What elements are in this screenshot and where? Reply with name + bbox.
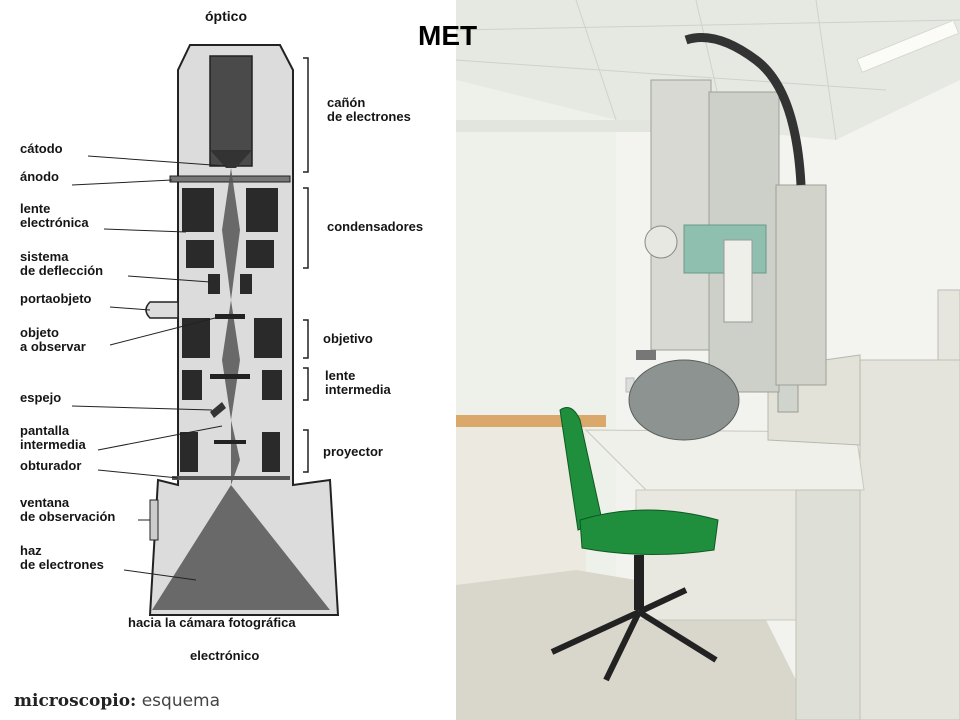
intermediate-aperture: [210, 374, 250, 379]
label-electronico: electrónico: [190, 648, 260, 663]
condenser-coil-left-2: [186, 240, 214, 268]
caption-regular: esquema: [141, 691, 221, 711]
intermediate-coil-right: [262, 370, 282, 400]
binocular: [636, 350, 656, 360]
viewing-window: [149, 499, 159, 541]
microscope-column: [148, 44, 340, 616]
deflection-right: [240, 274, 252, 294]
label-anodo: ánodo: [20, 169, 59, 184]
right-brackets: [303, 57, 309, 473]
desk-cabinet: [795, 489, 861, 720]
tem-photo: [456, 0, 960, 720]
diagram-top-title: óptico: [205, 8, 247, 24]
viewing-chamber: [628, 359, 740, 441]
label-objetivo: objetivo: [323, 331, 373, 346]
wooden-shelf: [456, 415, 606, 427]
label-hacia-camara: hacia la cámara fotográfica: [128, 615, 296, 630]
label-catodo: cátodo: [20, 141, 63, 156]
projector-coil-right: [262, 432, 280, 472]
ceiling-light: [856, 19, 960, 73]
label-ventana-observacion: ventana de observación: [20, 495, 116, 524]
schematic-panel: óptico cátodo ánodo lente electrónica si…: [0, 0, 456, 720]
chair-base: [550, 587, 718, 682]
right-equipment: [937, 289, 960, 371]
condenser-coil-left: [182, 188, 214, 232]
met-label: MET: [418, 20, 478, 51]
hv-cable: [684, 33, 806, 186]
projector-aperture: [214, 440, 246, 444]
microscope-desk: [584, 429, 865, 491]
label-portaobjeto: portaobjeto: [20, 291, 92, 306]
label-lente-electronica: lente electrónica: [20, 201, 89, 230]
label-proyector: proyector: [323, 444, 383, 459]
tem-photo-drawing: [456, 0, 960, 720]
projector-coil-left: [180, 432, 198, 472]
mirror: [210, 402, 226, 418]
gun-porthole: [644, 225, 678, 259]
chair-back: [559, 407, 603, 531]
specimen: [215, 314, 245, 319]
label-objeto-observar: objeto a observar: [20, 325, 86, 354]
control-display: [777, 381, 799, 413]
schema-caption: microscopio: esquema: [14, 691, 220, 711]
label-canon-electrones: cañón de electrones: [327, 95, 411, 124]
condenser-coil-right-2: [246, 240, 274, 268]
cathode-tip: [210, 150, 252, 168]
label-obturador: obturador: [20, 458, 82, 473]
electron-beam: [152, 168, 330, 610]
tem-column: [650, 79, 712, 351]
objective-coil-right: [254, 318, 282, 358]
chair-seat: [579, 509, 719, 556]
intermediate-coil-left: [182, 370, 202, 400]
label-espejo: espejo: [20, 390, 62, 405]
objective-coil-left: [182, 318, 210, 358]
control-cabinet: [859, 359, 960, 720]
ceiling-tiles: [456, 0, 960, 141]
specimen-holder: [145, 301, 179, 319]
label-sistema-deflexion: sistema de deflección: [20, 249, 104, 278]
label-condensadores: condensadores: [327, 219, 424, 234]
deflection-left: [208, 274, 220, 294]
tem-side-panel: [775, 184, 827, 386]
wall-rail: [456, 120, 656, 132]
side-cabinet: [456, 427, 586, 587]
label-haz-electrones: haz de electrones: [20, 543, 104, 572]
ceiling: [456, 0, 960, 140]
lens-cylinder: [723, 239, 753, 323]
electron-gun-cathode: [209, 55, 253, 167]
caption-bold: microscopio:: [14, 691, 137, 711]
chair-post: [634, 555, 644, 610]
shutter: [172, 476, 290, 480]
label-pantalla-intermedia: pantalla intermedia: [20, 423, 86, 452]
label-lente-intermedia: lente intermedia: [325, 368, 391, 397]
microscope-schematic-drawing: [71, 44, 340, 616]
electron-beam-upper: [222, 168, 231, 420]
condenser-coil-right: [246, 188, 278, 232]
left-leader-lines: [71, 155, 227, 581]
